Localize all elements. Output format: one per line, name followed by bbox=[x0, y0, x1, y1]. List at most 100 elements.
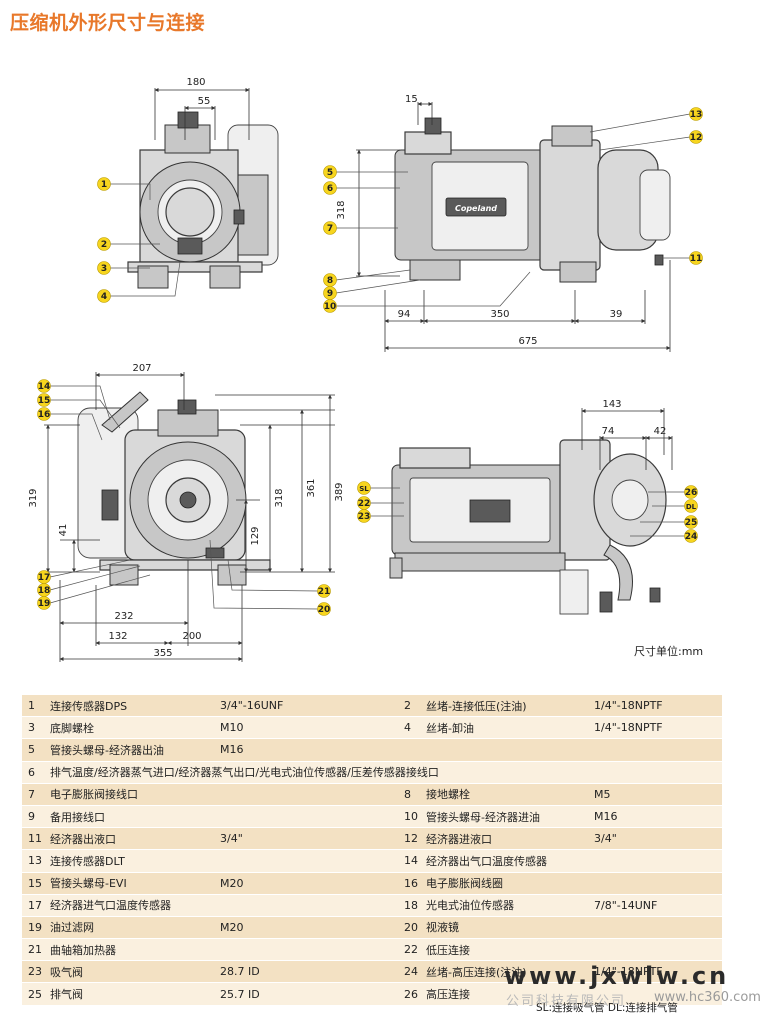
watermark-main: www.jxwlw.cn bbox=[504, 962, 730, 990]
dim-39: 39 bbox=[610, 309, 623, 320]
legend-spec: 3/4" bbox=[214, 827, 398, 851]
rear-view-callouts: 14 15 16 17 18 19 21 20 bbox=[37, 379, 331, 616]
legend-spec bbox=[214, 938, 398, 962]
callout-13: 13 bbox=[690, 110, 703, 120]
callout-18: 18 bbox=[38, 586, 51, 596]
callout-21: 21 bbox=[318, 587, 331, 597]
legend-number: 23 bbox=[22, 960, 44, 984]
unit-note: 尺寸单位:mm bbox=[634, 645, 704, 658]
legend-spec: M5 bbox=[588, 783, 722, 806]
dim-207: 207 bbox=[132, 363, 151, 374]
legend-number: 26 bbox=[398, 982, 420, 1006]
legend-number: 19 bbox=[22, 916, 44, 940]
legend-number: 5 bbox=[22, 738, 44, 762]
callout-SL: SL bbox=[359, 485, 369, 493]
legend-description: 管接头螺母-EVI bbox=[44, 872, 214, 895]
dim-318-side: 318 bbox=[336, 200, 347, 219]
callout-11: 11 bbox=[690, 254, 703, 264]
legend-description: 电子膨胀阀线圈 bbox=[420, 872, 588, 895]
legend-number: 15 bbox=[22, 872, 44, 895]
legend-number: 8 bbox=[398, 783, 420, 806]
side-view-callouts: 5 6 7 8 9 10 11 12 13 bbox=[323, 107, 703, 313]
legend-number: 12 bbox=[398, 827, 420, 851]
callout-23: 23 bbox=[358, 512, 371, 522]
legend-spec bbox=[214, 849, 398, 873]
legend-spec bbox=[588, 849, 722, 873]
dim-74: 74 bbox=[602, 426, 615, 437]
rear-view-dimensions: 207 319 41 318 361 389 129 232 132 200 3… bbox=[28, 363, 345, 662]
legend-spec: 1/4"-18NPTF bbox=[588, 716, 722, 740]
callout-17: 17 bbox=[38, 573, 51, 583]
dim-15: 15 bbox=[405, 94, 418, 105]
dim-319: 319 bbox=[28, 488, 39, 507]
legend-description: 电子膨胀阀接线口 bbox=[44, 783, 214, 806]
legend-spec bbox=[588, 938, 722, 962]
callout-3: 3 bbox=[101, 264, 107, 274]
legend-spec: 7/8"-14UNF bbox=[588, 894, 722, 917]
callout-19: 19 bbox=[38, 599, 51, 609]
top-view-callouts: SL 22 23 26 DL 25 24 bbox=[357, 481, 698, 543]
callout-25: 25 bbox=[685, 518, 698, 528]
legend-description: 丝堵-卸油 bbox=[420, 716, 588, 740]
legend-number: 3 bbox=[22, 716, 44, 740]
legend-spec: M20 bbox=[214, 872, 398, 895]
callout-22: 22 bbox=[358, 499, 371, 509]
legend-number bbox=[398, 738, 420, 762]
callout-16: 16 bbox=[38, 410, 51, 420]
callout-6: 6 bbox=[327, 184, 333, 194]
legend-description: 连接传感器DPS bbox=[44, 695, 214, 718]
dim-675: 675 bbox=[518, 336, 537, 347]
legend-number: 20 bbox=[398, 916, 420, 940]
legend-number: 16 bbox=[398, 872, 420, 895]
compressor-drawings: 180 55 1 2 3 4 Copeland 15 bbox=[28, 77, 703, 662]
callout-26: 26 bbox=[685, 488, 698, 498]
legend-description: 低压连接 bbox=[420, 938, 588, 962]
legend-description: 经济器进液口 bbox=[420, 827, 588, 851]
side-view-dimensions: 15 318 94 350 39 675 bbox=[336, 94, 671, 352]
legend-description: 备用接线口 bbox=[44, 805, 214, 829]
legend-spec: 28.7 ID bbox=[214, 960, 398, 984]
legend-description: 排气温度/经济器蒸气进口/经济器蒸气出口/光电式油位传感器/压差传感器接线口 bbox=[44, 761, 722, 784]
legend-spec: M20 bbox=[214, 916, 398, 940]
callout-8: 8 bbox=[327, 276, 333, 286]
legend-number: 2 bbox=[398, 695, 420, 718]
legend-number: 4 bbox=[398, 716, 420, 740]
dim-361: 361 bbox=[306, 478, 317, 497]
legend-number: 7 bbox=[22, 783, 44, 806]
legend-description: 连接传感器DLT bbox=[44, 849, 214, 873]
legend-spec: M16 bbox=[214, 738, 398, 762]
top-view-drawing bbox=[389, 439, 667, 615]
legend-number: 14 bbox=[398, 849, 420, 873]
legend-spec: 25.7 ID bbox=[214, 982, 398, 1006]
legend-spec bbox=[214, 805, 398, 829]
dim-42: 42 bbox=[654, 426, 667, 437]
legend-description: 光电式油位传感器 bbox=[420, 894, 588, 917]
legend-spec: 1/4"-18NPTF bbox=[588, 695, 722, 718]
nameplate-brand: Copeland bbox=[455, 204, 497, 213]
dim-232: 232 bbox=[114, 611, 133, 622]
legend-description: 经济器出液口 bbox=[44, 827, 214, 851]
top-view-dimensions: 143 74 42 bbox=[581, 399, 673, 470]
callout-4: 4 bbox=[101, 292, 107, 302]
dim-129: 129 bbox=[250, 526, 261, 545]
front-view-callouts: 1 2 3 4 bbox=[97, 177, 181, 303]
dim-41: 41 bbox=[58, 524, 69, 537]
callout-9: 9 bbox=[327, 289, 333, 299]
legend-spec: M10 bbox=[214, 716, 398, 740]
legend-description: 管接头螺母-经济器出油 bbox=[44, 738, 214, 762]
footer-note: SL:连接吸气管 DL:连接排气管 bbox=[536, 1002, 678, 1014]
front-view-drawing bbox=[127, 111, 279, 289]
legend-spec bbox=[588, 982, 722, 1006]
legend-number: 9 bbox=[22, 805, 44, 829]
legend-spec: 3/4"-16UNF bbox=[214, 695, 398, 718]
callout-12: 12 bbox=[690, 133, 703, 143]
callout-5: 5 bbox=[327, 168, 333, 178]
